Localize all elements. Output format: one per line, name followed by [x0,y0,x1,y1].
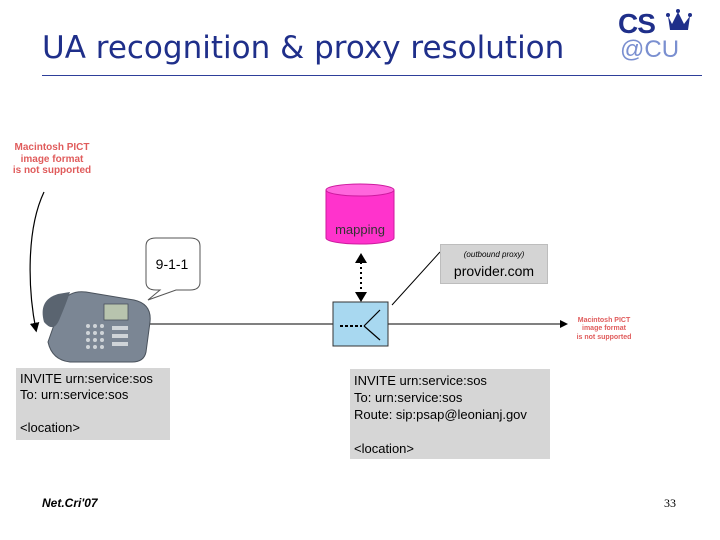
invite-line: <location> [354,441,414,456]
arrow-down-head [355,292,367,302]
invite-line: <location> [20,420,80,435]
provider-caption: (outbound proxy) [463,250,525,259]
slide-title: UA recognition & proxy resolution [42,30,565,66]
pict-placeholder-psap: Macintosh PICT image format is not suppo… [570,317,638,342]
logo-cu: @CU [620,36,680,63]
arrow-up-head [355,253,367,263]
invite-line: Route: sip:psap@leonianj.gov [354,407,527,422]
crown-icon [666,9,692,30]
footer-conference: Net.Cri'07 [42,496,98,510]
invite-message-phone: INVITE urn:service:sos To: urn:service:s… [16,368,170,440]
pict-line-1: Macintosh PICT [577,317,631,324]
speech-bubble-text: 9-1-1 [156,256,189,272]
invite-line: INVITE urn:service:sos [354,373,487,388]
logo-cs: CS [618,8,656,39]
pict-line-3: is not supported [576,333,632,341]
pict-line-2: image format [20,153,84,165]
caller-curve-arrow [29,191,45,333]
title-rule [42,75,702,76]
invite-message-proxy: INVITE urn:service:sos To: urn:service:s… [350,369,550,459]
provider-box: (outbound proxy) provider.com [440,244,548,284]
invite-line: To: urn:service:sos [354,390,463,405]
provider-name: provider.com [453,263,535,279]
pict-line-3: is not supported [12,165,92,176]
pict-line-2: image format [582,325,626,333]
desk-phone-icon [42,291,151,363]
speech-bubble [145,237,201,301]
page-number: 33 [664,496,676,510]
mapping-label: mapping [335,222,385,237]
pict-line-1: Macintosh PICT [14,142,90,153]
mapping-database [325,183,395,245]
invite-line: To: urn:service:sos [20,387,129,402]
provider-link-line [391,251,441,306]
invite-line: INVITE urn:service:sos [20,371,153,386]
router-icon [332,301,389,347]
pict-placeholder-caller: Macintosh PICT image format is not suppo… [10,142,94,177]
